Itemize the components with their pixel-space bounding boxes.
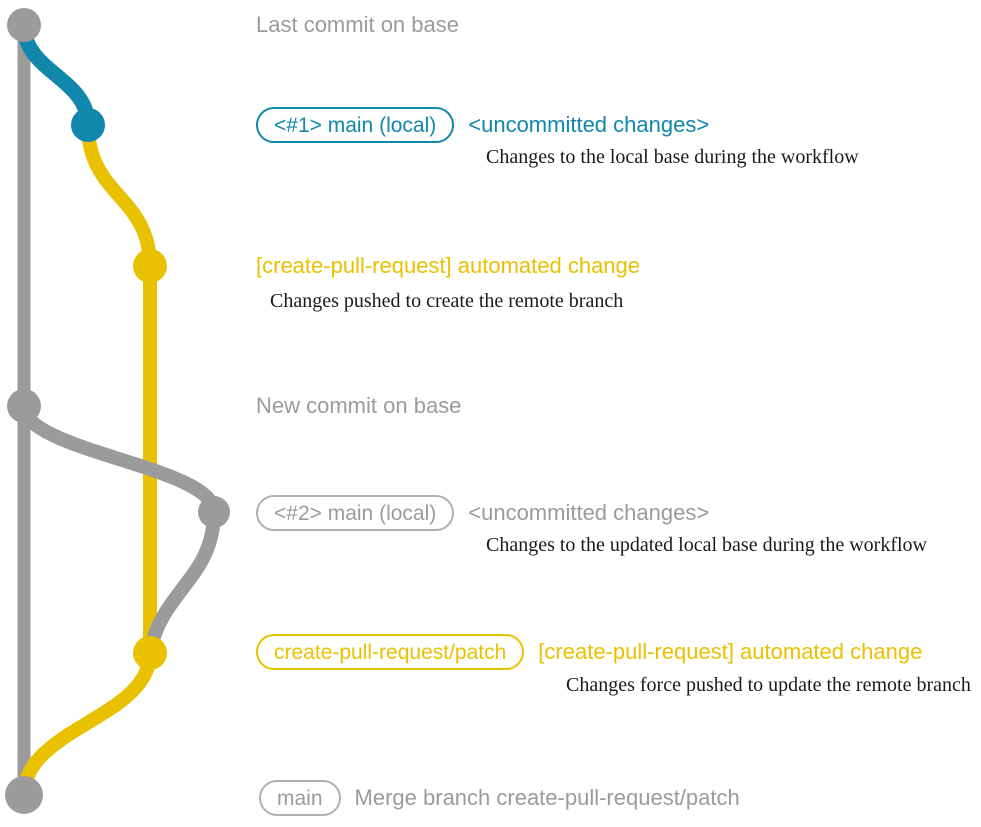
commit-message: New commit on base	[256, 393, 462, 418]
commit-description-local-uncommitted-1: Changes to the local base during the wor…	[486, 146, 859, 168]
edge-local2-to-patch-update	[143, 505, 221, 660]
commit-row-local-uncommitted-1: <#1> main (local) <uncommitted changes>	[256, 107, 709, 143]
ref-pill-main-local-1[interactable]: <#1> main (local)	[256, 107, 455, 143]
commit-description-patch-update: Changes force pushed to update the remot…	[566, 674, 971, 696]
edge-base-new-to-local2	[17, 399, 221, 519]
ref-pill-main[interactable]: main	[259, 780, 341, 816]
commit-row-local-uncommitted-2: <#2> main (local) <uncommitted changes>	[256, 495, 709, 531]
commit-row-patch-create: [create-pull-request] automated change	[256, 253, 640, 279]
commit-node-base-merge[interactable]	[5, 776, 43, 814]
commit-message: <uncommitted changes>	[468, 112, 710, 137]
commit-node-local-1[interactable]	[71, 108, 105, 142]
commit-node-base-new[interactable]	[7, 389, 41, 423]
commit-message: Merge branch create-pull-request/patch	[354, 785, 740, 810]
commit-description-local-uncommitted-2: Changes to the updated local base during…	[486, 534, 927, 556]
commit-node-patch-create[interactable]	[133, 249, 167, 283]
commit-row-last-commit-on-base: Last commit on base	[256, 12, 459, 38]
commit-row-merge: main Merge branch create-pull-request/pa…	[259, 780, 740, 816]
commit-node-local-2[interactable]	[198, 496, 230, 528]
commit-row-new-commit-on-base: New commit on base	[256, 393, 461, 419]
ref-pill-main-local-2[interactable]: <#2> main (local)	[256, 495, 455, 531]
commit-node-patch-update[interactable]	[133, 636, 167, 670]
edge-patch-update-to-base-merge	[17, 646, 157, 802]
ref-pill-create-pull-request-patch[interactable]: create-pull-request/patch	[256, 634, 525, 670]
commit-message: [create-pull-request] automated change	[538, 639, 923, 664]
edge-local1-to-patch-create	[81, 118, 157, 273]
commit-node-base-head[interactable]	[7, 8, 41, 42]
commit-message: [create-pull-request] automated change	[256, 253, 641, 278]
commit-message: Last commit on base	[256, 12, 459, 37]
commit-row-patch-update: create-pull-request/patch [create-pull-r…	[256, 634, 922, 670]
commit-description-patch-create: Changes pushed to create the remote bran…	[270, 290, 624, 312]
commit-message: <uncommitted changes>	[468, 500, 710, 525]
